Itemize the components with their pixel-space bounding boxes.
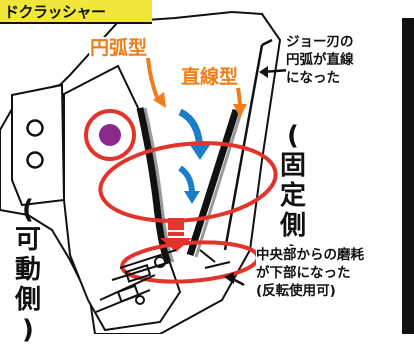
movable-side-char: 側 — [14, 285, 41, 315]
movable-side-char: ) — [22, 315, 34, 345]
line-label-arrowhead — [233, 104, 247, 118]
fixed-jaw-top — [261, 38, 273, 47]
eccentric-shaft-icon — [99, 124, 121, 146]
toggle-mechanism — [95, 249, 231, 313]
shift-arrow-band — [168, 232, 184, 236]
wear-zone-center — [98, 141, 278, 223]
shift-arrow-head — [160, 238, 192, 252]
note-pointer-top-arrowhead — [259, 66, 268, 78]
shift-arrow-stem — [168, 218, 184, 230]
bolt-hole-top — [26, 119, 44, 137]
arc-jaw-plate-highlight — [143, 107, 175, 263]
straight-jaw-plate — [186, 108, 240, 257]
fixed-side-char: 固 — [279, 151, 306, 181]
wear-note-line: 中央部からの磨耗 — [256, 247, 364, 263]
bolt-hole-bottom — [26, 151, 44, 169]
movable-side-char: ( — [22, 195, 34, 225]
wear-note-line: (反転使用可) — [256, 283, 336, 299]
jaw-blade-note-line: になった — [286, 70, 340, 86]
crusher-illustration — [0, 10, 414, 334]
right-edge-bar — [402, 18, 414, 334]
jaw-blade-note: ジョー刃の 円弧が直線 になった — [286, 33, 354, 87]
fixed-side-char: 側 — [279, 211, 306, 241]
arc-jaw-plate — [136, 107, 172, 264]
straight-type-label: 直線型 — [181, 66, 239, 88]
movable-side-char: 動 — [14, 255, 41, 285]
note-pointer-bottom-arrowhead — [224, 272, 234, 284]
arc-label-arrow — [146, 57, 160, 101]
wear-note-line: が下部になった — [256, 265, 351, 281]
straight-jaw-highlight — [194, 111, 243, 258]
arc-type-label: 円弧型 — [90, 37, 148, 59]
side-plate — [11, 83, 66, 207]
wear-note: 中央部からの磨耗 が下部になった (反転使用可) — [256, 246, 364, 300]
motion-arrow-lower-head — [184, 191, 200, 204]
movable-side-char: 可 — [14, 225, 41, 255]
fixed-side-char: ( — [287, 121, 299, 151]
title-banner: ドクラッシャー — [0, 0, 152, 24]
movable-side-label: ( 可 動 側 ) — [11, 195, 45, 345]
fixed-side-char: 定 — [279, 181, 306, 211]
jaw-blade-note-line: 円弧が直線 — [286, 52, 354, 68]
motion-arrow-upper-head — [190, 145, 210, 160]
arc-label-arrowhead — [153, 92, 166, 108]
jaw-blade-note-line: ジョー刃の — [286, 34, 354, 50]
